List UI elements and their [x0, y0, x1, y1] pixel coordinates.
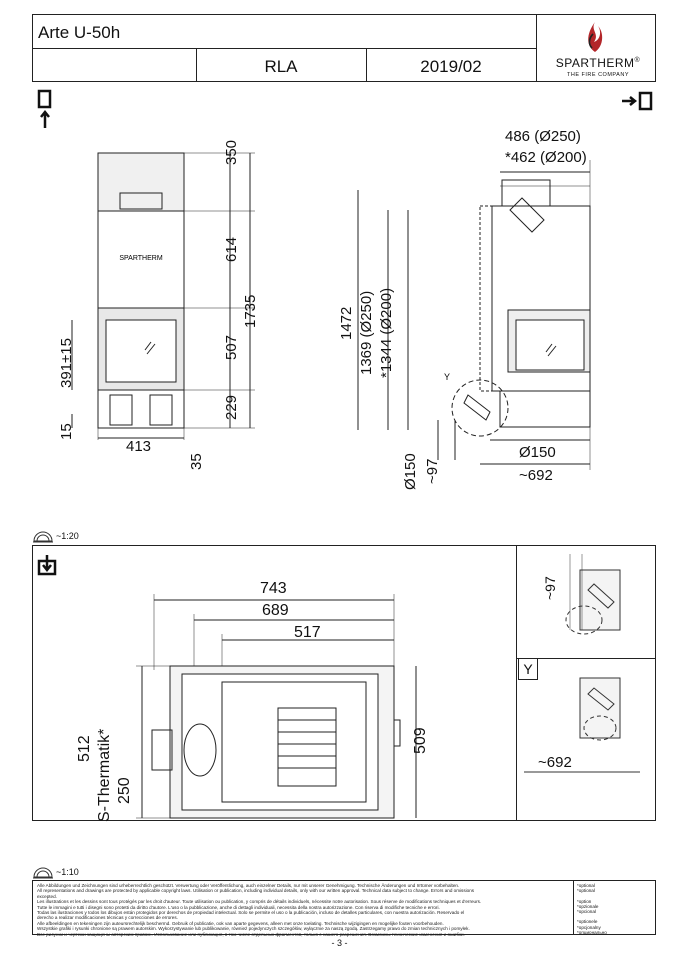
legal-box: Alle Abbildungen und Zeichnungen sind ur… [32, 880, 656, 937]
dim-413: 413 [126, 438, 152, 455]
page-number: - 3 - [331, 938, 348, 948]
scale-icon [33, 867, 53, 879]
dim-692: ~692 [519, 467, 553, 484]
side-view-drawing: Y [357, 160, 591, 470]
scale-label: ~1:20 [56, 531, 79, 541]
dim-1369: 1369 (Ø250) [358, 290, 375, 375]
dim-1472: 1472 [338, 306, 355, 340]
brand-logo: SPARTHERM® [555, 56, 641, 70]
dim-offset-97: ~97 [424, 458, 441, 484]
front-logo: SPARTHERM [119, 255, 162, 262]
dim-229: 229 [223, 394, 240, 420]
legal-text: Alle Abbildungen und Zeichnungen sind ur… [37, 883, 482, 937]
top-view-icon [37, 555, 57, 576]
dim-flue-200: *462 (Ø200) [505, 149, 587, 166]
model-name: Arte U-50h [38, 23, 121, 42]
front-view-drawing: SPARTHERM [71, 152, 255, 440]
scale-icon [33, 531, 53, 543]
detail-dim-97: ~97 [542, 576, 558, 600]
front-view-icon [37, 89, 52, 128]
dim-507: 507 [223, 334, 240, 360]
dim-250: 250 [116, 777, 133, 804]
detail-drawings [524, 554, 640, 773]
dim-air-inlet: Ø150 [519, 444, 556, 461]
legal-divider [573, 881, 574, 934]
s-thermatik-label: S-Thermatik* [96, 728, 113, 822]
plan-divider [516, 545, 517, 821]
dim-1344: *1344 (Ø200) [378, 287, 395, 378]
dim-air-inlet-vertical: Ø150 [402, 453, 419, 490]
plan-view-drawing [136, 594, 417, 819]
dim-512: 512 [76, 735, 93, 762]
dim-517: 517 [294, 624, 321, 641]
dim-509: 509 [412, 727, 429, 754]
dim-350: 350 [223, 139, 240, 165]
dim-743: 743 [260, 580, 287, 597]
detail-y-marker: Y [444, 372, 450, 382]
dim-689: 689 [262, 602, 289, 619]
plan-view-frame [32, 545, 656, 821]
plan-divider [516, 658, 656, 659]
document-code: RLA [264, 57, 298, 76]
dim-614: 614 [223, 236, 240, 262]
optional-list: *optional *optional *option *opzionale *… [577, 883, 607, 935]
dim-35: 35 [188, 453, 205, 470]
title-divider [366, 48, 367, 82]
dim-15: 15 [58, 423, 75, 440]
dim-1735: 1735 [242, 294, 259, 328]
document-date: 2019/02 [420, 57, 482, 76]
title-divider [32, 48, 536, 49]
side-view-icon [622, 91, 653, 111]
title-divider [196, 48, 197, 82]
title-divider [536, 14, 537, 82]
flame-logo-icon [588, 22, 603, 52]
detail-y-label: Y [518, 658, 538, 680]
dim-391: 391±15 [58, 338, 75, 388]
dim-flue-250: 486 (Ø250) [505, 128, 581, 145]
detail-dim-692: ~692 [538, 754, 572, 771]
brand-tagline: THE FIRE COMPANY [567, 72, 629, 78]
scale-label: ~1:10 [56, 867, 79, 877]
